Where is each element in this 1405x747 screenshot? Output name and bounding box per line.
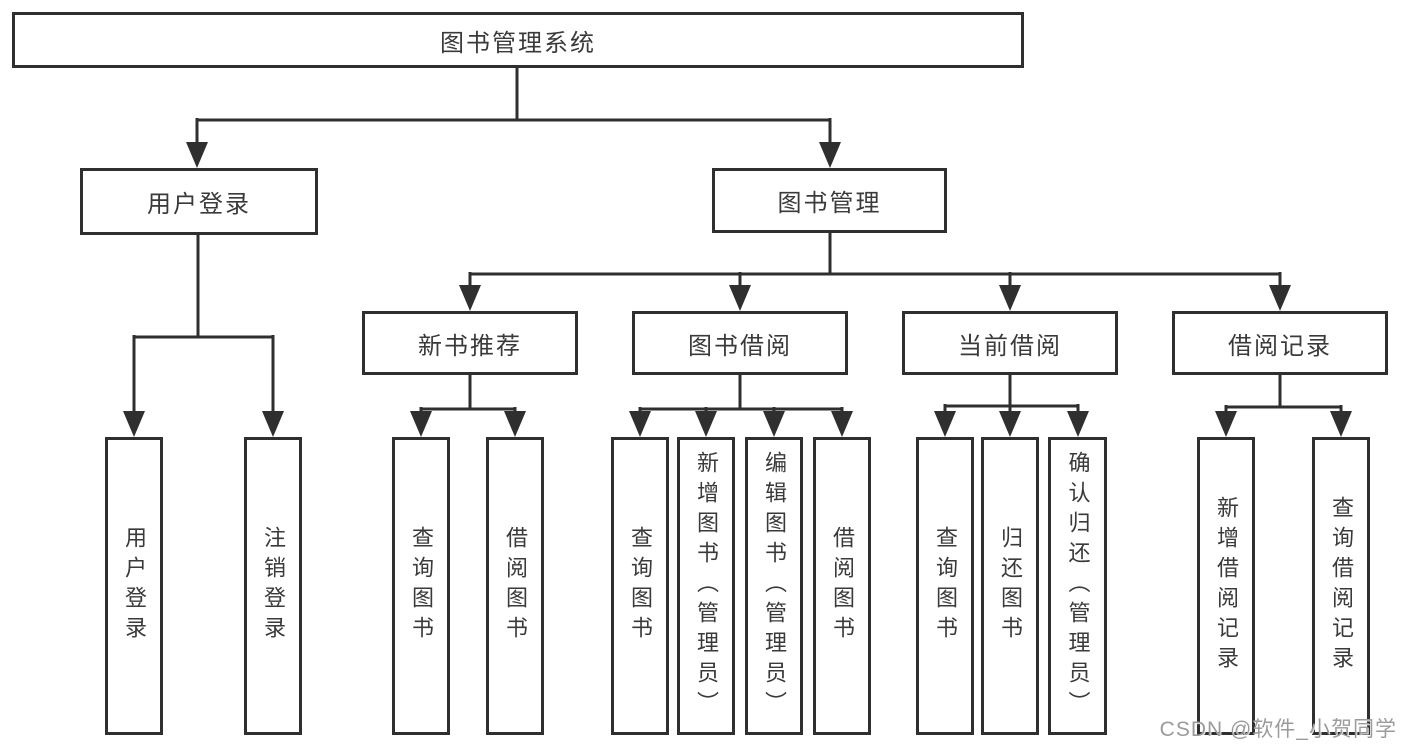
node-new-book-recommendation: 新书推荐: [362, 311, 578, 375]
node-leaf-query-books-recommend: 查询图书: [392, 437, 450, 735]
node-leaf-borrow-books-recommend: 借阅图书: [486, 437, 544, 735]
node-borrowing-records: 借阅记录: [1172, 311, 1388, 375]
node-current-borrowing: 当前借阅: [902, 311, 1118, 375]
node-leaf-return-books: 归还图书: [981, 437, 1039, 735]
node-user-login-branch: 用户登录: [80, 168, 318, 235]
node-leaf-add-books-admin: 新增图书（管理员）: [677, 437, 735, 735]
node-root-system: 图书管理系统: [12, 12, 1024, 68]
node-leaf-edit-books-admin: 编辑图书（管理员）: [745, 437, 803, 735]
node-leaf-query-books-current: 查询图书: [916, 437, 974, 735]
node-leaf-query-books-borrow: 查询图书: [611, 437, 669, 735]
node-leaf-user-login: 用户登录: [105, 437, 163, 735]
node-book-management-branch: 图书管理: [712, 168, 947, 233]
arrowheads: [123, 142, 1352, 437]
node-book-borrowing: 图书借阅: [632, 311, 848, 375]
node-leaf-add-borrow-record: 新增借阅记录: [1197, 437, 1255, 735]
node-leaf-query-borrow-record: 查询借阅记录: [1312, 437, 1370, 735]
node-leaf-logout: 注销登录: [244, 437, 302, 735]
csdn-watermark: CSDN @软件_小贺同学: [1159, 718, 1397, 741]
node-leaf-borrow-books: 借阅图书: [813, 437, 871, 735]
node-leaf-confirm-return-admin: 确认归还（管理员）: [1048, 437, 1107, 735]
